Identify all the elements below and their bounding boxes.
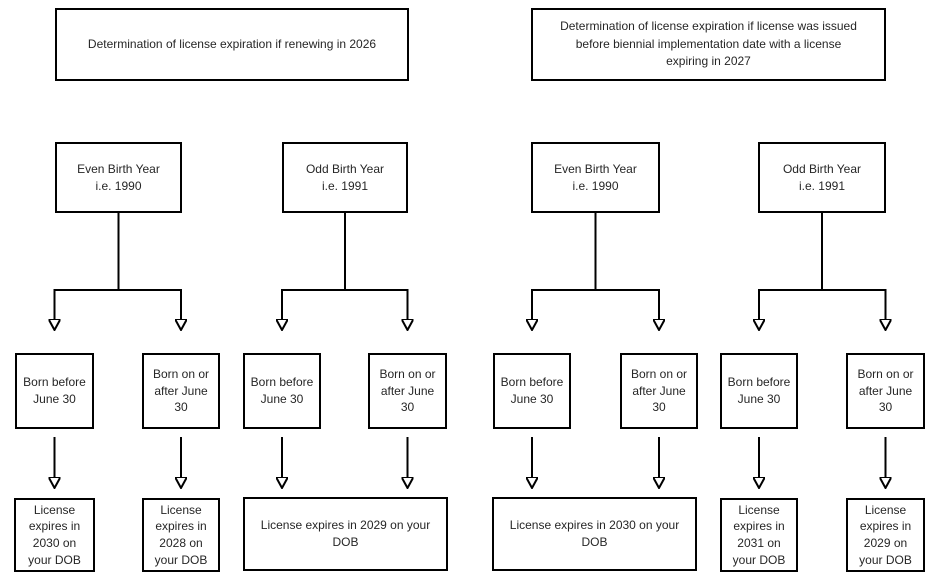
node-label: Born on or after June 30 (152, 367, 210, 415)
right-chart-title-text: Determination of license expiration if l… (560, 19, 857, 69)
node-born-after-odd-left: Born on or after June 30 (368, 353, 447, 429)
result-even-before-left: License expires in 2030 on your DOB (14, 498, 95, 572)
result-even-after-left: License expires in 2028 on your DOB (142, 498, 220, 572)
node-born-before-odd-left: Born before June 30 (243, 353, 321, 429)
node-example: i.e. 1991 (321, 178, 369, 193)
node-odd-birth-year-left: Odd Birth Year i.e. 1991 (282, 142, 408, 213)
result-odd-left: License expires in 2029 on your DOB (243, 497, 448, 571)
node-even-birth-year-left: Even Birth Year i.e. 1990 (55, 142, 182, 213)
result-label: License expires in 2030 on your DOB (28, 502, 81, 567)
result-odd-before-right: License expires in 2031 on your DOB (720, 498, 798, 572)
node-label: Even Birth Year (554, 161, 637, 176)
result-even-right: License expires in 2030 on your DOB (492, 497, 697, 571)
node-label: Odd Birth Year (305, 161, 385, 176)
result-label: License expires in 2031 on your DOB (732, 502, 786, 567)
node-born-before-odd-right: Born before June 30 (720, 353, 798, 429)
node-born-before-even-right: Born before June 30 (493, 353, 571, 429)
node-label: Born before June 30 (727, 375, 791, 406)
result-label: License expires in 2030 on your DOB (509, 518, 680, 549)
node-born-after-odd-right: Born on or after June 30 (846, 353, 925, 429)
left-chart-title-text: Determination of license expiration if r… (87, 36, 377, 51)
node-label: Even Birth Year (77, 161, 160, 176)
node-label: Odd Birth Year (782, 161, 862, 176)
node-label: Born on or after June 30 (379, 367, 436, 415)
node-label: Born on or after June 30 (857, 367, 914, 415)
left-chart-title: Determination of license expiration if r… (55, 8, 409, 81)
right-chart-title: Determination of license expiration if l… (531, 8, 886, 81)
node-label: Born on or after June 30 (630, 367, 688, 415)
result-label: License expires in 2029 on your DOB (260, 518, 431, 549)
node-example: i.e. 1990 (95, 178, 142, 193)
node-example: i.e. 1991 (798, 178, 846, 193)
node-odd-birth-year-right: Odd Birth Year i.e. 1991 (758, 142, 886, 213)
node-label: Born before June 30 (23, 375, 86, 406)
node-born-before-even-left: Born before June 30 (15, 353, 94, 429)
result-label: License expires in 2028 on your DOB (154, 502, 208, 567)
node-label: Born before June 30 (250, 375, 314, 406)
node-born-after-even-right: Born on or after June 30 (620, 353, 698, 429)
node-even-birth-year-right: Even Birth Year i.e. 1990 (531, 142, 660, 213)
node-born-after-even-left: Born on or after June 30 (142, 353, 220, 429)
result-odd-after-right: License expires in 2029 on your DOB (846, 498, 925, 572)
node-example: i.e. 1990 (572, 178, 619, 193)
node-label: Born before June 30 (500, 375, 564, 406)
result-label: License expires in 2029 on your DOB (859, 502, 912, 567)
